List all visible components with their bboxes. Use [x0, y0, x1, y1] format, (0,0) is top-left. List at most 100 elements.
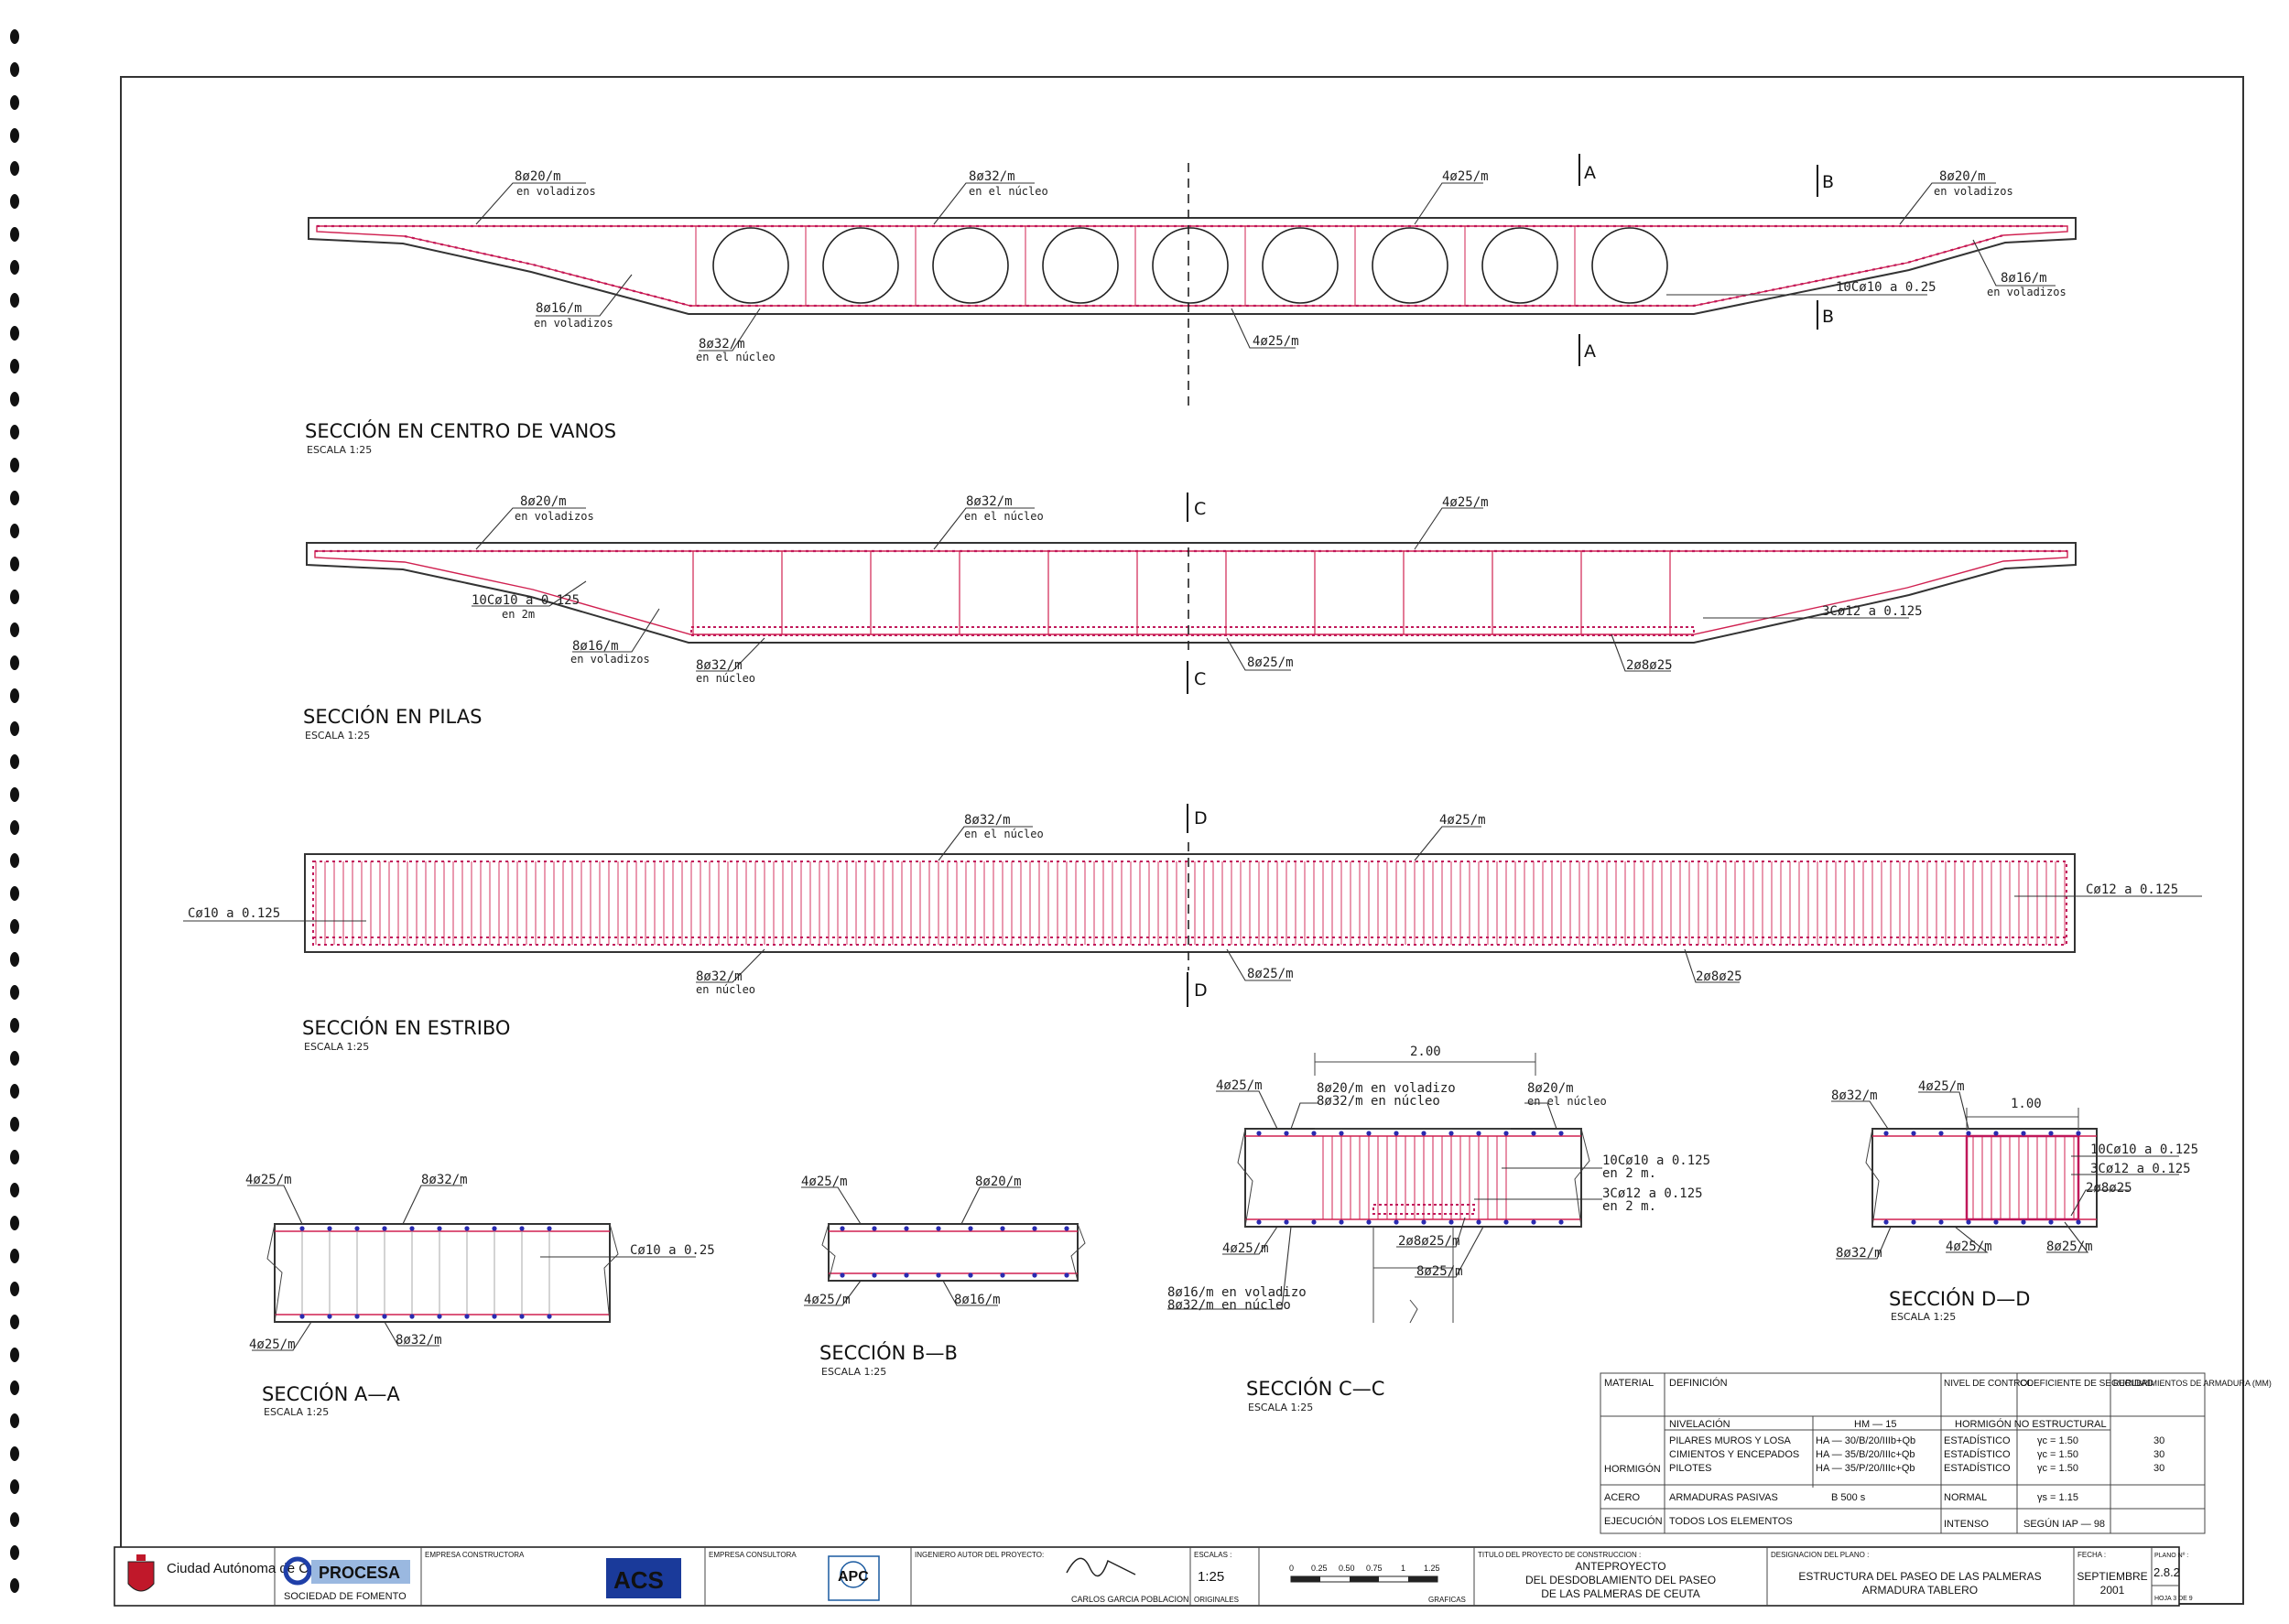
callout-text: 8ø16/m: [572, 639, 619, 654]
callout-text: 8ø32/m: [1831, 1088, 1878, 1103]
label-empresa-constructora: EMPRESA CONSTRUCTORA: [425, 1551, 525, 1559]
section-d-d: 1.00 8ø32/m 4ø25/m 10Cø10 a 0.125 3Cø12 …: [1831, 1079, 2198, 1323]
acero-coef: γs = 1.15: [2037, 1492, 2078, 1503]
binder-hole: [10, 128, 19, 143]
callout-text: en 2m: [502, 608, 535, 621]
hormigon-rec: 30: [2153, 1463, 2164, 1474]
binder-hole: [10, 985, 19, 1000]
callout-text: 8ø32/m en núcleo: [1167, 1298, 1291, 1313]
section-estribo: D D 8ø32/m en el núcleo 4ø25/m Cø10 a 0.…: [183, 804, 2202, 1053]
callout-text: 4ø25/m: [249, 1337, 296, 1352]
callout-text: 3Cø12 a 0.125: [2090, 1162, 2191, 1176]
label-graficas: GRAFICAS: [1428, 1596, 1466, 1604]
binder-hole: [10, 194, 19, 209]
rebar-dot: [1883, 1131, 1889, 1136]
binder-hole: [10, 491, 19, 505]
nivelacion-def: NIVELACIÓN: [1669, 1418, 1730, 1430]
binder-hole: [10, 655, 19, 670]
rebar-dot: [354, 1314, 360, 1319]
hormigon-spec: HA — 35/P/20/IIIc+Qb: [1816, 1463, 1915, 1474]
callout-text: en 2 m.: [1602, 1166, 1656, 1181]
client-name: Ciudad Autónoma de Ceuta: [167, 1561, 336, 1576]
binder-hole: [10, 1545, 19, 1560]
rebar-dot: [1064, 1272, 1069, 1278]
scale-tick: 0.75: [1366, 1564, 1383, 1573]
section-centro-vanos: A A B B 8ø20/m en voladizos 8ø32/m en el…: [305, 154, 2077, 456]
callout-text: 8ø32/m: [964, 813, 1011, 828]
callout-text: 8ø32/m: [969, 169, 1015, 184]
callout-text: en el núcleo: [1527, 1095, 1607, 1108]
callout-text: 4ø25/m: [804, 1293, 851, 1307]
rebar-dot: [409, 1314, 415, 1319]
rebar-dot: [1000, 1226, 1005, 1231]
rebar-dot: [492, 1226, 497, 1231]
rebar-dot: [1531, 1131, 1536, 1136]
web-stirrups-pilas: [692, 551, 1671, 634]
callout-text: Cø10 a 0.25: [630, 1243, 715, 1258]
callout-text: en núcleo: [696, 983, 755, 996]
hormigon-spec: HA — 35/B/20/IIIc+Qb: [1816, 1449, 1915, 1460]
project-title-2: DEL DESDOBLAMIENTO DEL PASEO: [1525, 1574, 1716, 1586]
callout-text: 2ø8ø25/m: [1398, 1234, 1459, 1249]
procesa-subtitle: SOCIEDAD DE FOMENTO: [284, 1591, 407, 1602]
section-title: SECCIÓN EN CENTRO DE VANOS: [305, 419, 616, 442]
rebar-dot: [1284, 1131, 1289, 1136]
rebar-dot: [1883, 1219, 1889, 1225]
section-scale: ESCALA 1:25: [821, 1366, 886, 1378]
rebar-dot: [1938, 1131, 1944, 1136]
binder-holes: [10, 29, 19, 1593]
rebar-dot: [1503, 1131, 1509, 1136]
rebar-dot: [547, 1226, 552, 1231]
rebar-dot: [382, 1226, 387, 1231]
void-circle: [1591, 227, 1668, 304]
ceuta-shield-icon: [127, 1554, 155, 1592]
rebar-dot: [1911, 1219, 1916, 1225]
rebar-dot: [1064, 1226, 1069, 1231]
callout-text: 8ø32/m: [696, 658, 743, 673]
void-circle: [1372, 227, 1448, 304]
binder-hole: [10, 1018, 19, 1033]
binder-hole: [10, 1315, 19, 1329]
void-circle: [932, 227, 1009, 304]
callout-text: 8ø32/m: [1836, 1246, 1882, 1261]
dimension-text: 2.00: [1410, 1045, 1441, 1059]
acs-text: ACS: [613, 1566, 664, 1594]
scale-tick: 0: [1289, 1564, 1294, 1573]
callout-text: 8ø32/m en núcleo: [1317, 1094, 1440, 1109]
scale-tick: 1: [1401, 1564, 1405, 1573]
rebar-dot: [1032, 1272, 1037, 1278]
callout-text: en el núcleo: [696, 351, 776, 363]
cut-label-a-top: A: [1584, 163, 1596, 183]
label-fecha: FECHA :: [2077, 1551, 2106, 1559]
apc-text: APC: [838, 1569, 869, 1585]
sheet-number: HOJA 3 DE 9: [2154, 1596, 2193, 1602]
section-scale: ESCALA 1:25: [307, 444, 372, 456]
binder-hole: [10, 1216, 19, 1230]
rebar-dot: [437, 1226, 442, 1231]
binder-hole: [10, 1117, 19, 1131]
rebar-dot: [409, 1226, 415, 1231]
rebar-dot: [327, 1226, 332, 1231]
rebar-dot: [1503, 1219, 1509, 1225]
binder-hole: [10, 95, 19, 110]
apc-logo: APC: [828, 1555, 880, 1601]
acero-control: NORMAL: [1944, 1492, 1987, 1503]
rebar-dot: [2021, 1219, 2026, 1225]
callout-text: 8ø32/m: [696, 969, 743, 984]
ejecucion-def: TODOS LOS ELEMENTOS: [1669, 1516, 1793, 1527]
rebar-dot: [2076, 1219, 2081, 1225]
callout-text: 8ø16/m: [954, 1293, 1001, 1307]
table-header: COEFICIENTE DE SEGURIDAD: [2020, 1379, 2153, 1389]
callout-text: 8ø25/m: [1416, 1264, 1463, 1279]
rebar-dot: [840, 1272, 845, 1278]
rebar-dot: [1366, 1219, 1372, 1225]
scale-value: 1:25: [1198, 1569, 1224, 1585]
callout-text: 8ø25/m: [1247, 655, 1294, 670]
section-title: SECCIÓN B—B: [819, 1341, 958, 1364]
ejecucion-control: INTENSO: [1944, 1519, 1989, 1530]
callout-text: Cø12 a 0.125: [2086, 882, 2178, 897]
ejecucion-coef: SEGÚN IAP — 98: [2023, 1518, 2105, 1530]
callout-text: 8ø16/m: [2001, 271, 2047, 286]
rebar-dot: [519, 1226, 525, 1231]
binder-hole: [10, 1380, 19, 1395]
